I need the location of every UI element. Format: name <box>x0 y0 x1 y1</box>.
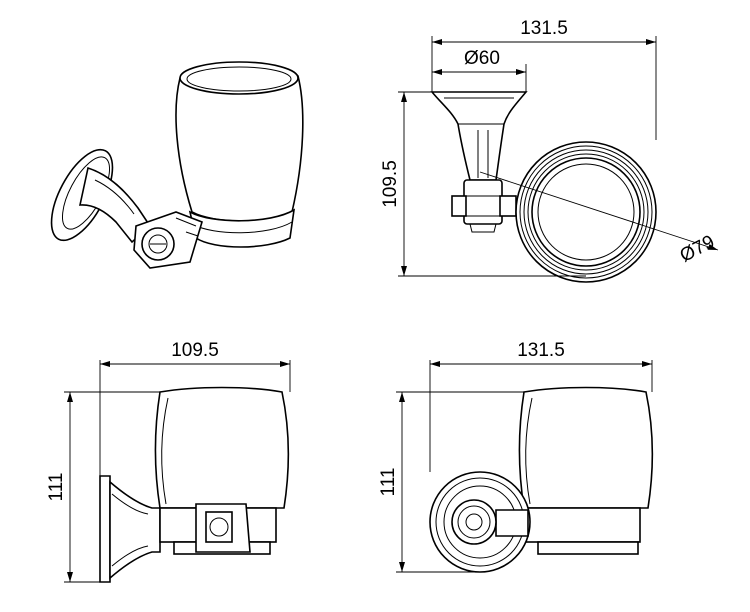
bottom-left-width-dim: 109.5 <box>99 340 291 476</box>
bottom-right-width-dim: 131.5 <box>429 340 653 472</box>
dim-label: Ø60 <box>464 48 500 69</box>
bottom-left-height-dim: 111 <box>46 391 160 583</box>
dim-label: 111 <box>46 473 67 502</box>
dim-label: 131.5 <box>520 18 568 39</box>
top-view <box>430 91 719 283</box>
dim-label: 111 <box>378 468 399 497</box>
perspective-view <box>50 61 304 269</box>
dim-label: Ø79 <box>677 231 719 266</box>
top-right-width-dim: 131.5 <box>431 18 657 140</box>
top-right-height-dim: 109.5 <box>380 91 586 277</box>
top-right-large-diameter-dim: Ø79 <box>677 231 719 266</box>
dim-label: 109.5 <box>380 160 401 208</box>
dim-label: 109.5 <box>171 340 219 361</box>
front-view <box>429 386 654 573</box>
side-view <box>99 386 290 583</box>
top-right-small-diameter-dim: Ø60 <box>432 48 527 92</box>
bottom-right-height-dim: 111 <box>378 391 524 573</box>
dim-label: 131.5 <box>517 340 565 361</box>
